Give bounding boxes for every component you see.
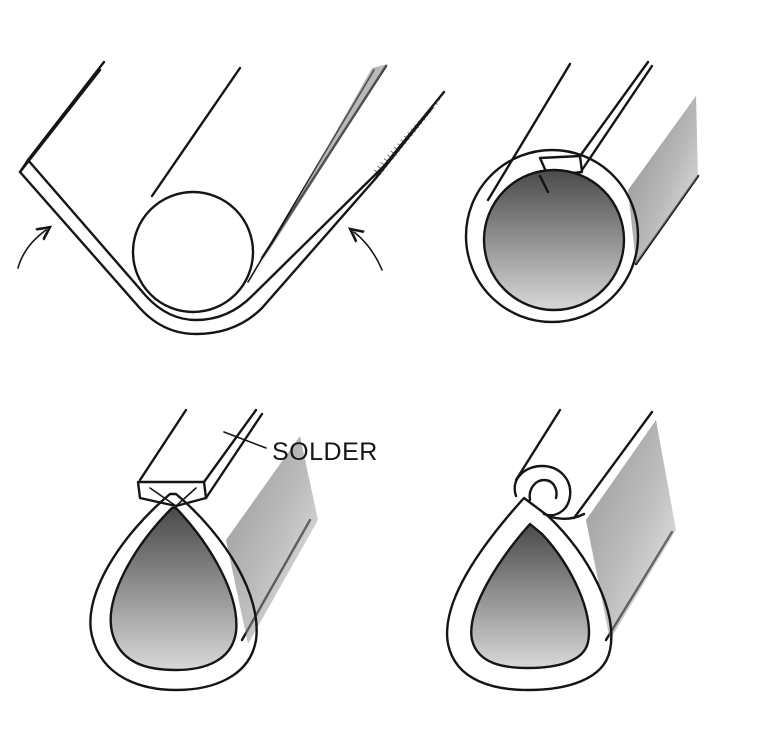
panel-bend-around-rod <box>17 60 446 336</box>
solder-label: SOLDER <box>272 438 378 466</box>
teardrop-top-edge-right <box>202 408 258 484</box>
panel-rolled-round-tube <box>464 60 700 324</box>
teardrop-seam-joint <box>136 480 208 508</box>
panel-soldered-teardrop-tube: SOLDER <box>89 408 378 692</box>
strip-left-top-face <box>18 60 106 174</box>
sheet-back-edge <box>150 66 242 198</box>
tube-seam-top <box>578 60 650 158</box>
tube-inner-bore-outline <box>482 168 626 312</box>
teardrop-body-shading <box>226 436 318 644</box>
strip-inner-edge <box>26 158 386 322</box>
teardrop-outer-wall <box>89 492 258 692</box>
curl-top-edge-right <box>572 410 654 520</box>
tube-body-shading <box>628 96 698 264</box>
curl-inner-outline <box>470 522 591 670</box>
teardrop-seam-cross <box>149 487 197 507</box>
curved-arrow-icon <box>17 230 46 269</box>
curl-inner-bore <box>471 524 589 668</box>
curl-seam-outer <box>513 464 572 517</box>
strip-outer-edge <box>18 170 378 336</box>
tube-top-edge <box>486 62 572 202</box>
tube-outer-wall <box>464 148 640 324</box>
curl-top-edge-left <box>514 408 562 482</box>
teardrop-top-edge-right-2 <box>204 412 264 500</box>
curl-seam-inner <box>528 478 558 502</box>
curl-body-shading <box>586 420 676 640</box>
curl-seam-tongue <box>546 512 586 520</box>
forming-rod <box>131 190 255 314</box>
panel-curled-seam-teardrop-tube <box>445 408 676 692</box>
curved-arrow-icon <box>354 232 383 271</box>
tube-inner-bore <box>484 170 624 310</box>
teardrop-inner-outline <box>109 506 238 672</box>
teardrop-inner-bore <box>110 508 237 670</box>
tube-inner-seam <box>538 174 550 194</box>
tube-seam-top-2 <box>580 64 654 172</box>
teardrop-top-edge-left <box>138 408 188 482</box>
solder-leader-line <box>223 431 267 449</box>
curl-outer-wall <box>445 496 613 692</box>
strip-right-shading <box>372 92 444 176</box>
